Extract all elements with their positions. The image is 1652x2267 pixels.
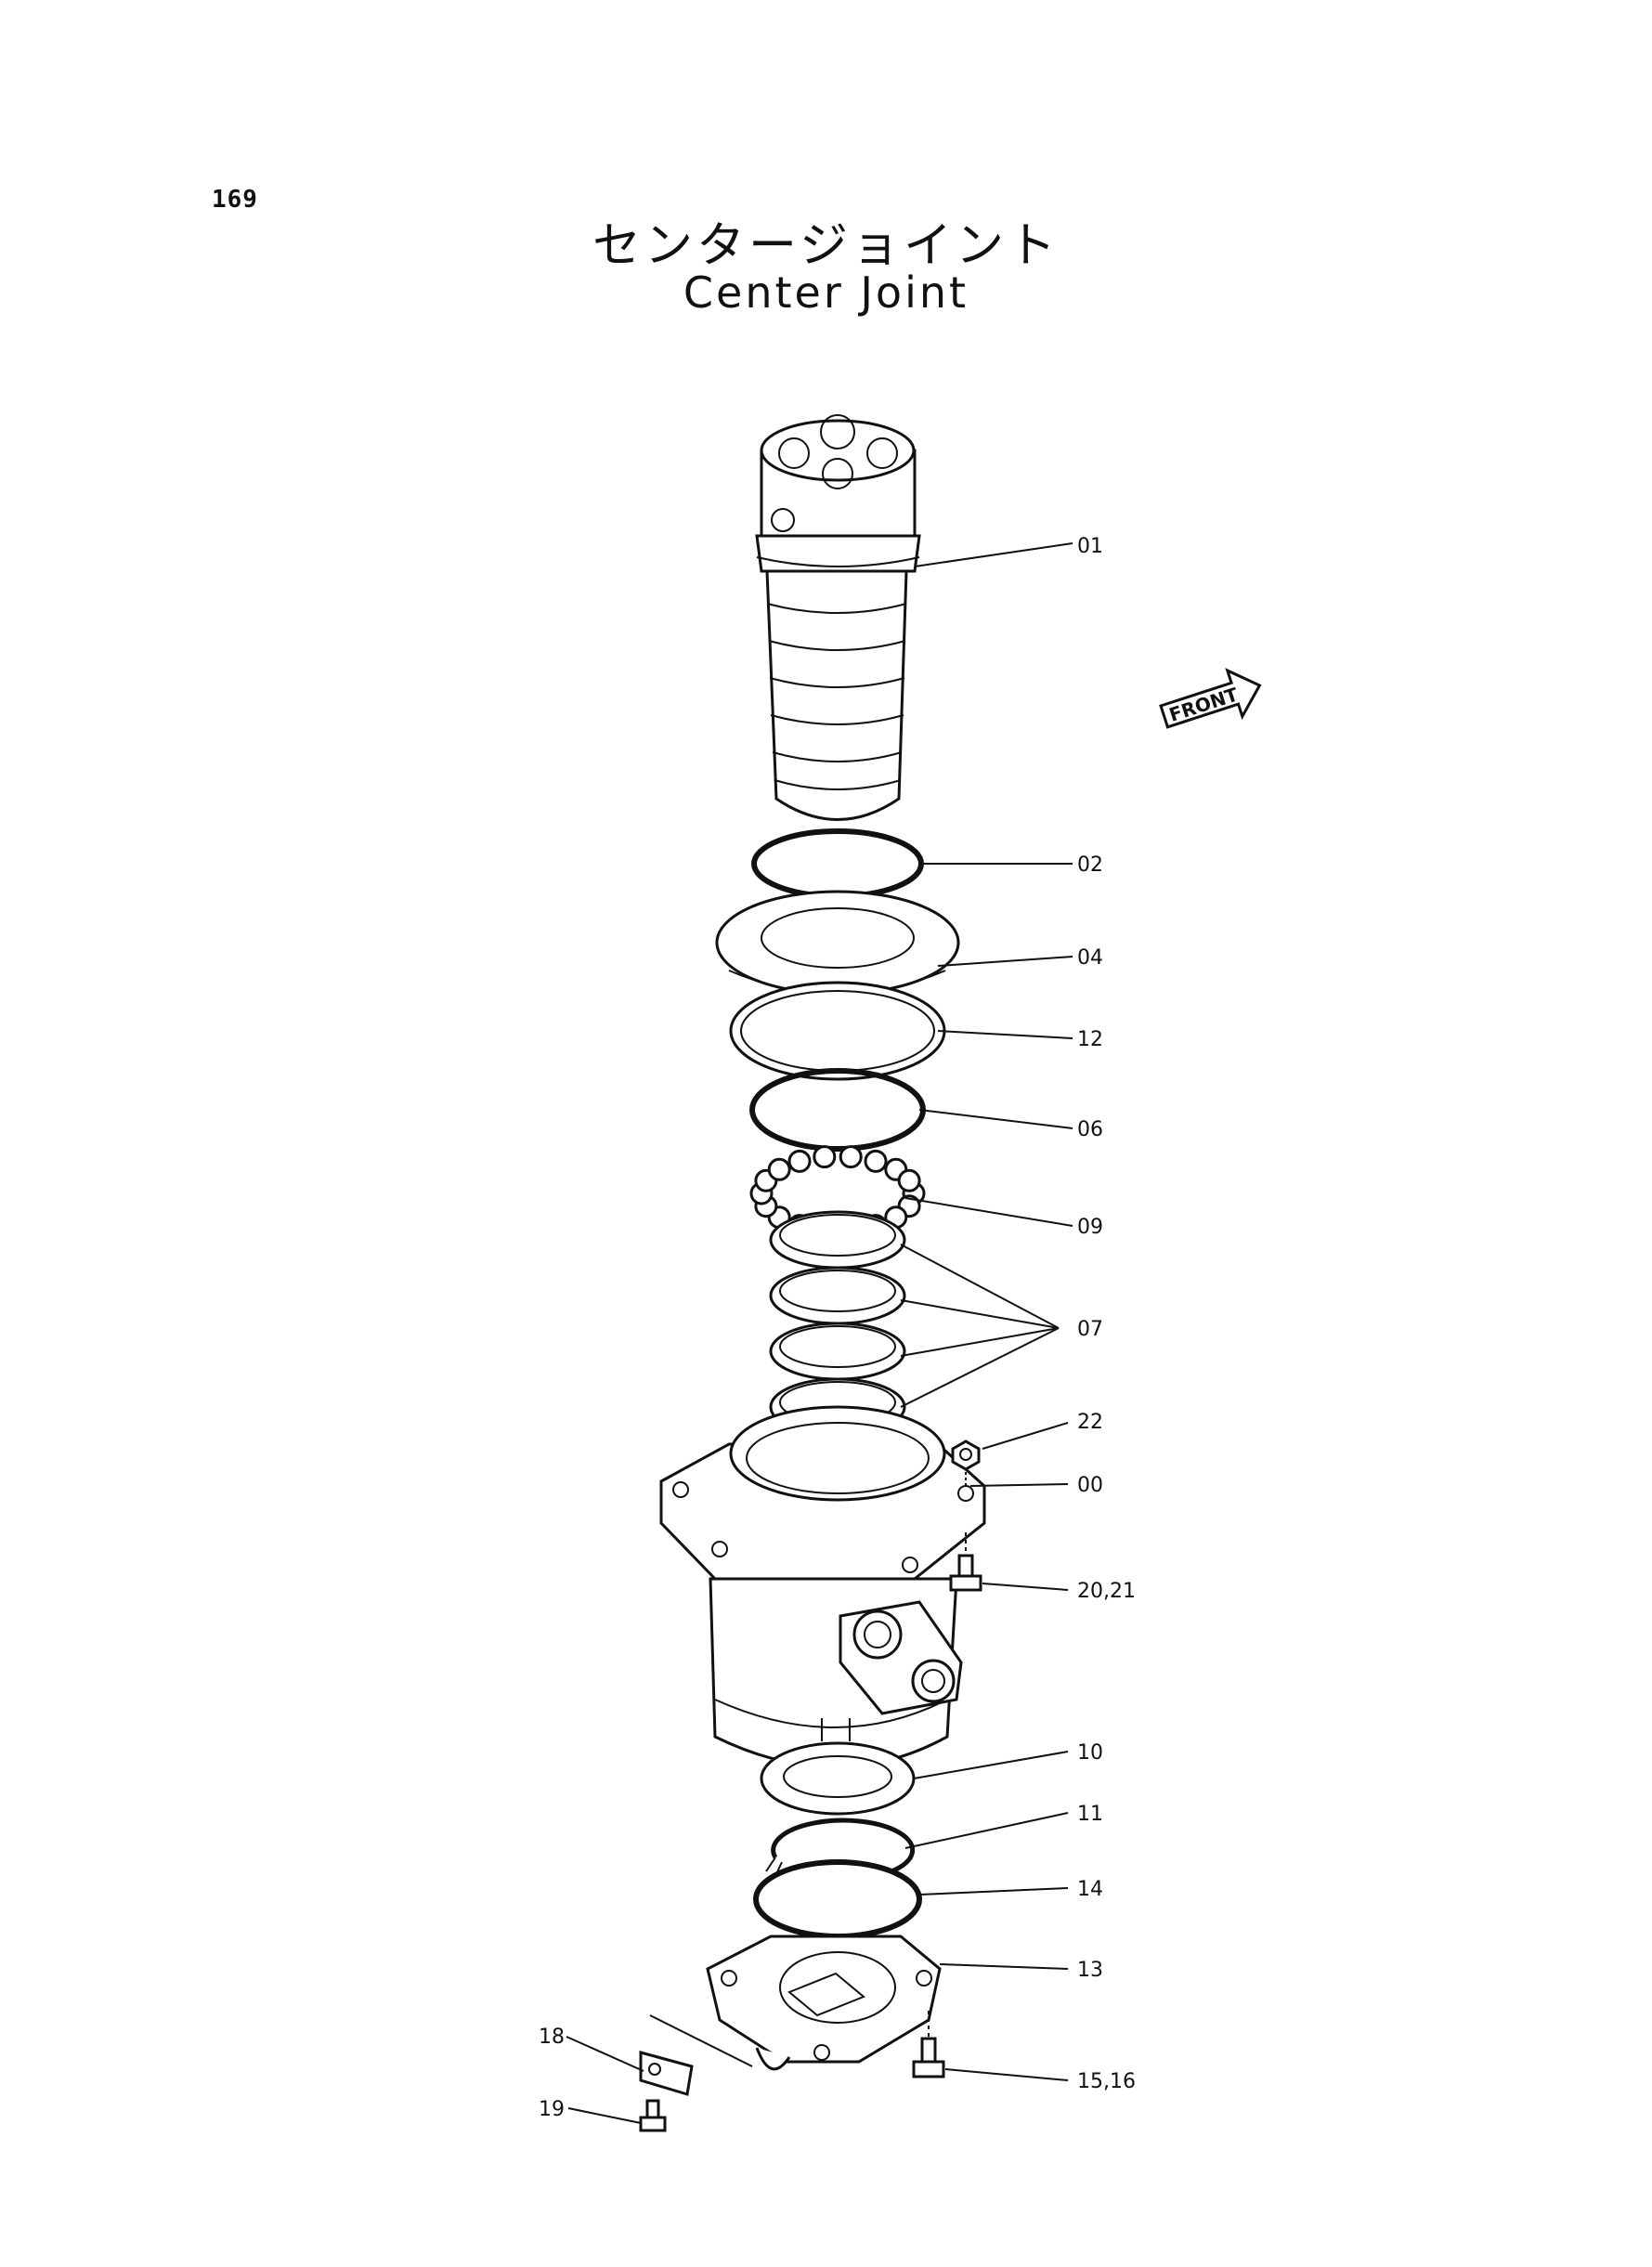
part-13-cover [706, 1935, 942, 2071]
callout-04: 04 [1077, 946, 1103, 970]
callout-00: 00 [1077, 1474, 1103, 1497]
callout-12: 12 [1077, 1028, 1103, 1051]
callout-01: 01 [1077, 535, 1103, 558]
leader-lines [566, 542, 1073, 2124]
callout-22: 22 [1077, 1411, 1103, 1434]
steel-ball [787, 1149, 812, 1173]
callout-11: 11 [1077, 1803, 1103, 1826]
callout-14: 14 [1077, 1878, 1103, 1901]
callout-20-21: 20,21 [1077, 1580, 1136, 1603]
callout-15-16: 15,16 [1077, 2070, 1136, 2093]
part-14-o-ring [753, 1859, 922, 1939]
callout-06: 06 [1077, 1118, 1103, 1141]
part-10-washer [760, 1741, 916, 1816]
page-number: 169 [212, 186, 258, 214]
callout-02: 02 [1077, 853, 1103, 877]
front-label: FRONT [1166, 683, 1241, 726]
part-00-body [659, 1405, 986, 1768]
callout-07: 07 [1077, 1318, 1103, 1341]
front-arrow-icon: FRONT [1159, 668, 1262, 729]
callout-19: 19 [539, 2098, 565, 2121]
part-18-plate [639, 2014, 753, 2096]
part-06-o-ring [749, 1068, 926, 1152]
part-15-16-bolt [912, 2011, 945, 2078]
title-english: Center Joint [683, 267, 969, 318]
steel-ball [767, 1157, 791, 1181]
callout-10: 10 [1077, 1741, 1103, 1765]
title-japanese: センタージョイント [592, 218, 1060, 274]
callout-09: 09 [1077, 1216, 1103, 1239]
part-19-screw [639, 2099, 667, 2132]
part-12-ring [729, 981, 946, 1081]
part-07-seal-rings [769, 1210, 906, 1437]
steel-ball [839, 1145, 863, 1169]
steel-ball [864, 1149, 888, 1173]
part-02-o-ring [751, 828, 924, 899]
part-22-nut [951, 1440, 981, 1488]
part-04-seal-cover [715, 890, 960, 996]
callout-18: 18 [539, 2026, 565, 2049]
callouts: 01 02 04 12 06 09 07 22 00 20,21 10 11 1… [539, 535, 1136, 2121]
part-01-spindle [755, 414, 921, 821]
part-20-21-bolt [949, 1532, 982, 1592]
steel-ball [897, 1168, 921, 1192]
callout-13: 13 [1077, 1959, 1103, 1982]
steel-ball [813, 1145, 837, 1169]
